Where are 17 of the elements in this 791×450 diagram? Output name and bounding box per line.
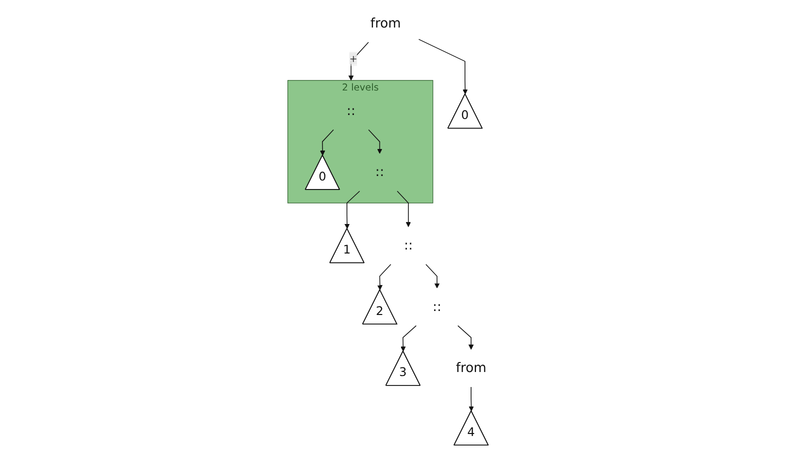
node-text: :: [403, 238, 412, 254]
node-text: from [455, 360, 486, 376]
arrow [400, 325, 416, 352]
arrow [457, 325, 474, 350]
arrow [319, 129, 334, 156]
arrow [344, 190, 360, 229]
arrow [368, 129, 382, 154]
node-text: :: [374, 164, 384, 180]
arrow [468, 386, 474, 412]
node-text: :: [346, 104, 355, 119]
arrow [376, 264, 391, 290]
arrow [425, 264, 440, 288]
edge-label: + [348, 52, 357, 64]
arrow [396, 190, 410, 228]
node-text: :: [432, 300, 441, 314]
arrow [418, 38, 468, 94]
node-text: from [370, 16, 400, 31]
